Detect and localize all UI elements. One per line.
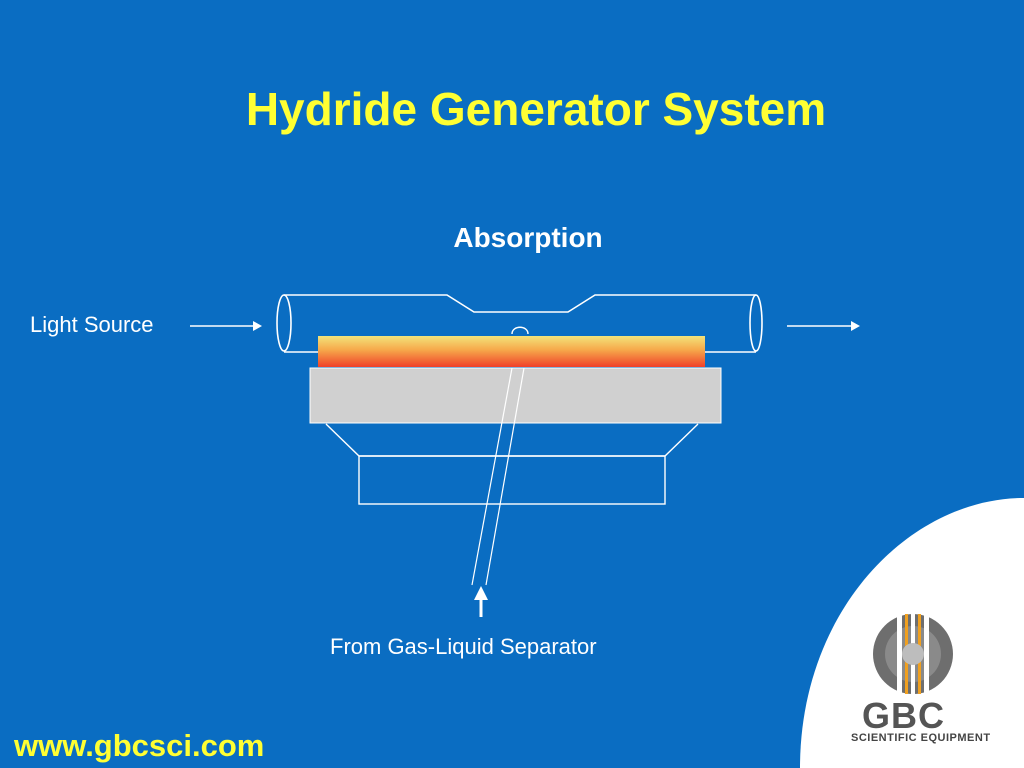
tube-left-end — [276, 294, 292, 352]
gas-tube-right — [485, 367, 525, 586]
burner-base — [358, 455, 666, 505]
logo-name: GBC — [862, 695, 945, 736]
gas-source-label: From Gas-Liquid Separator — [330, 634, 597, 659]
light-in-arrow — [190, 321, 262, 331]
logo-tagline: SCIENTIFIC EQUIPMENT — [851, 732, 991, 744]
slide-title: Hydride Generator System — [245, 83, 827, 135]
gbc-logo-emblem — [873, 614, 953, 694]
tube-right-end — [749, 294, 763, 352]
gas-tube-left — [471, 367, 513, 586]
diagram-subtitle: Absorption — [453, 222, 603, 253]
light-out-arrow — [787, 321, 860, 331]
gas-up-arrow — [474, 586, 488, 617]
light-source-label: Light Source — [30, 312, 154, 337]
footer-url[interactable]: www.gbcsci.com — [14, 728, 265, 763]
flame — [318, 336, 705, 367]
tube-inlet-nub — [511, 326, 529, 335]
